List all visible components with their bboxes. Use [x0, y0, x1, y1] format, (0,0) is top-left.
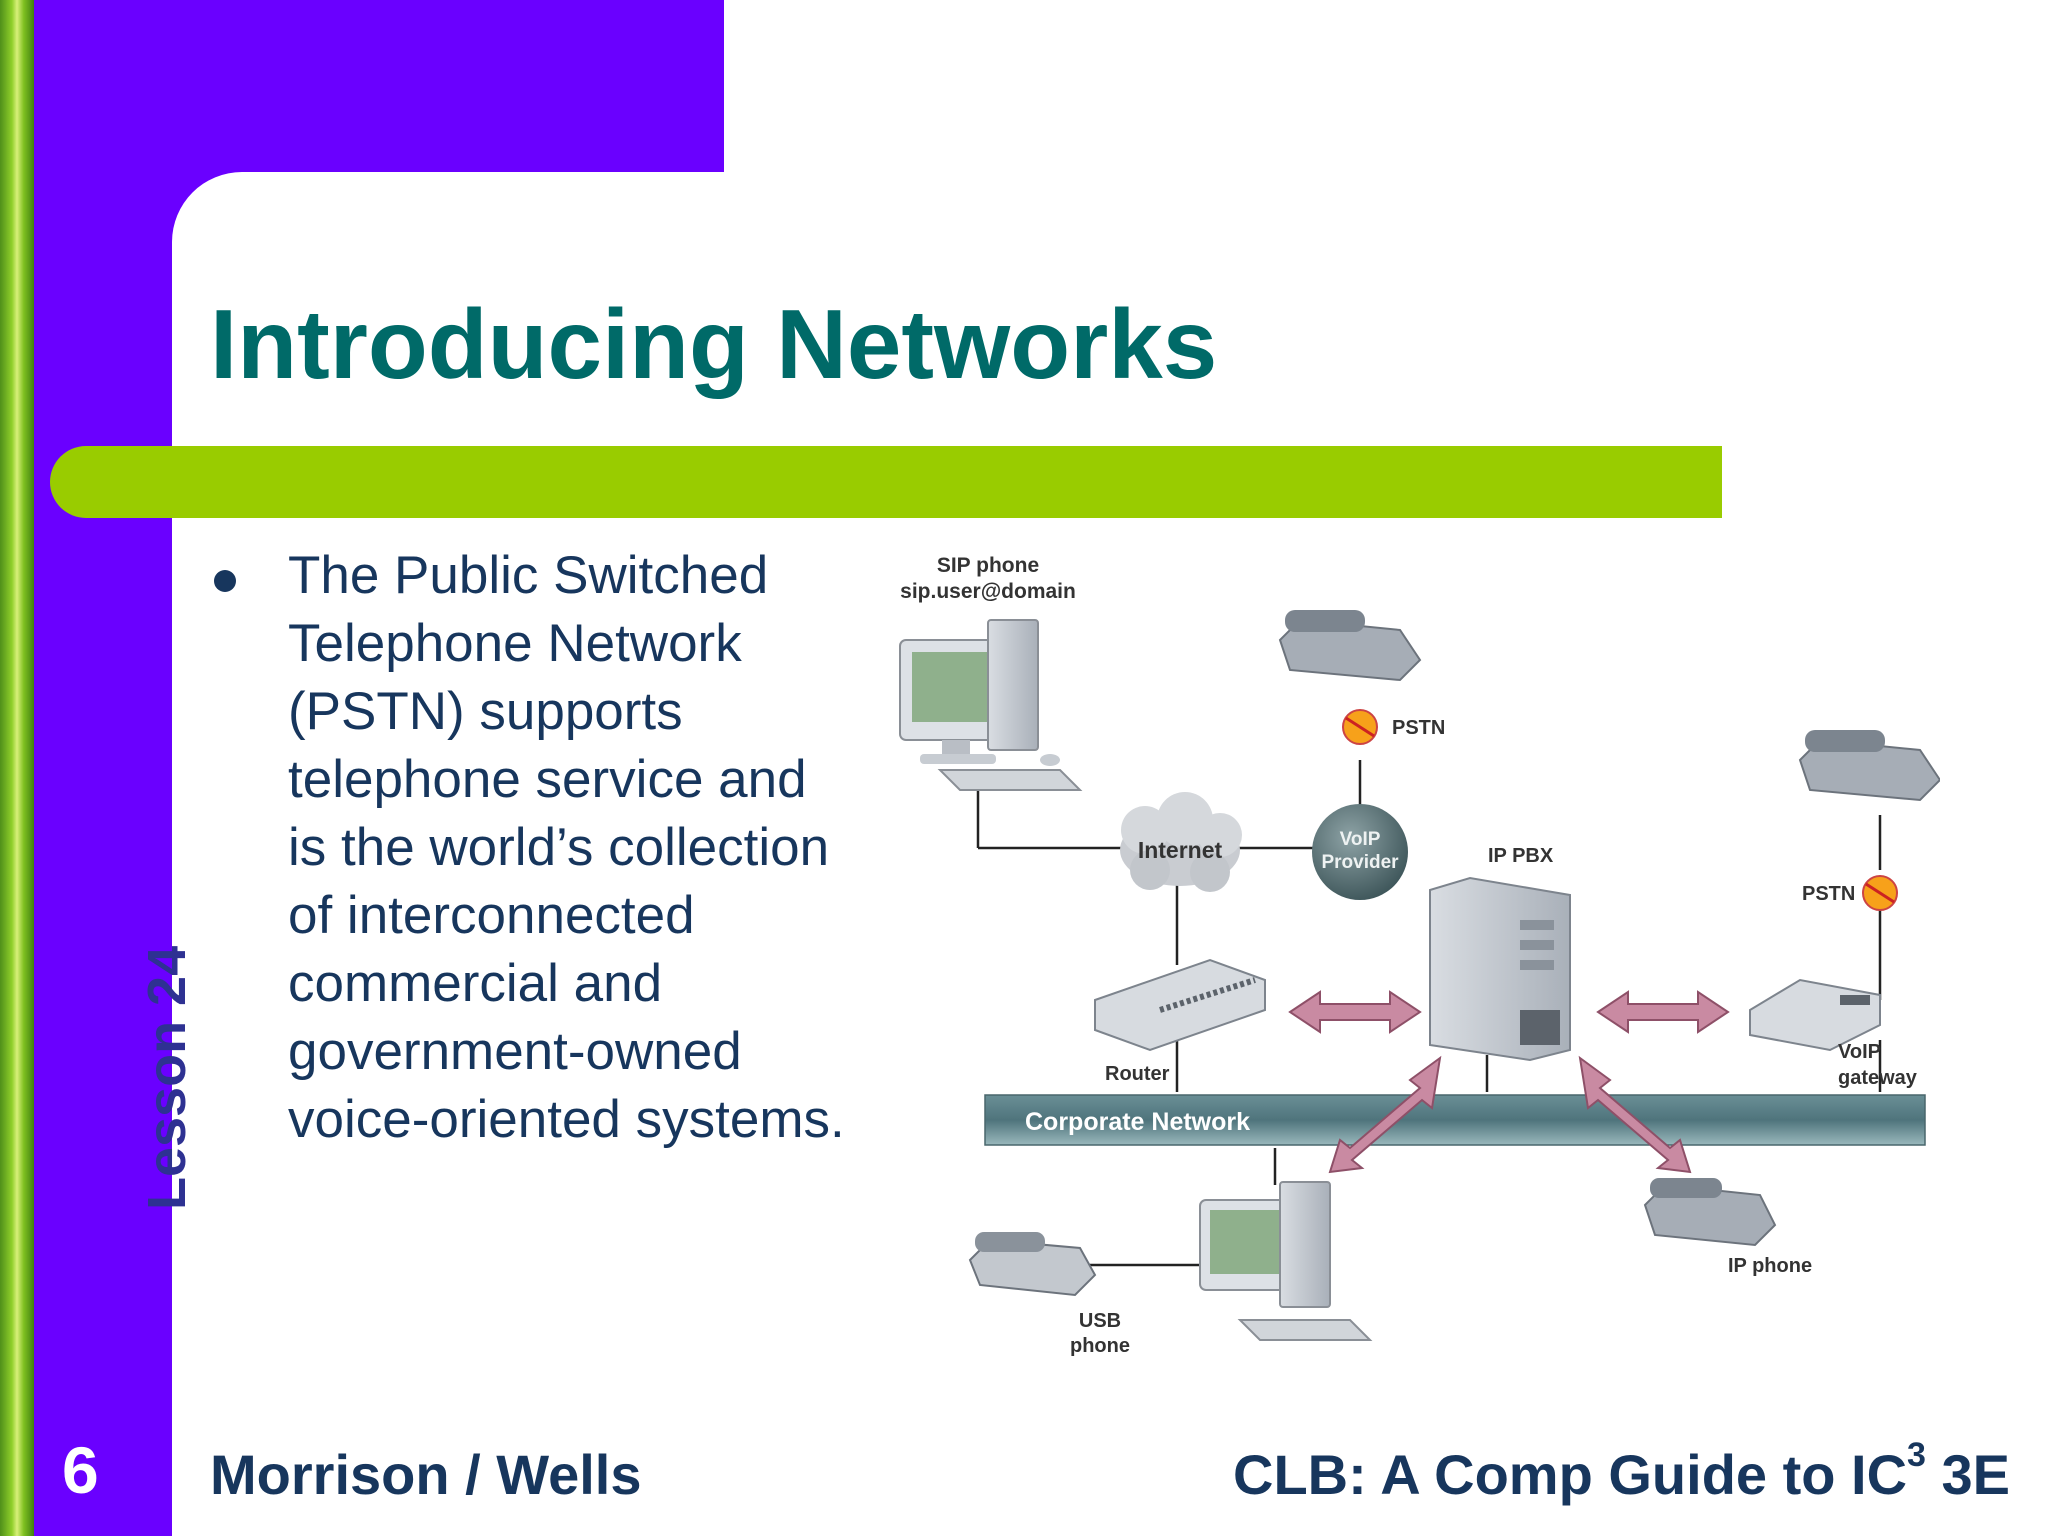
voip-gateway-label-1: VoIP	[1838, 1041, 1881, 1063]
ip-phone-label: IP phone	[1728, 1255, 1812, 1277]
footer-book-title-prefix: CLB: A Comp Guide to IC	[1233, 1443, 1908, 1506]
lesson-label: Lesson 24	[137, 945, 197, 1210]
voip-gateway-icon	[1749, 978, 1881, 1052]
pstn-right-label: PSTN	[1802, 883, 1855, 905]
footer-book-title-suffix: 3E	[1925, 1443, 2010, 1506]
bullet-icon	[214, 570, 236, 592]
usb-host-computer-icon	[1199, 1181, 1373, 1341]
footer-authors: Morrison / Wells	[210, 1443, 642, 1506]
pstn-top-label: PSTN	[1392, 717, 1445, 739]
voip-provider-label-1: VoIP	[1340, 829, 1381, 850]
pbx-ipphone-arrow	[1578, 1055, 1692, 1174]
ip-phone-icon	[1643, 1178, 1777, 1247]
slide-title: Introducing Networks	[210, 289, 1218, 399]
voip-provider-icon	[1312, 804, 1408, 900]
ip-pbx-label: IP PBX	[1488, 845, 1554, 867]
content-panel	[172, 172, 2048, 1536]
internet-cloud-icon	[1120, 792, 1242, 892]
connection-lines	[976, 714, 1882, 1267]
corporate-network-bar	[984, 1094, 1926, 1146]
footer-book-title: CLB: A Comp Guide to IC3 3E	[1233, 1436, 2010, 1507]
pstn-network-diagram: SIP phone sip.user@domain PSTN Internet …	[899, 554, 1940, 1357]
pstn-top-icon	[1342, 709, 1378, 745]
ip-pbx-server-icon	[1429, 876, 1571, 1062]
router-icon	[1094, 958, 1266, 1052]
corporate-network-label: Corporate Network	[1025, 1108, 1250, 1136]
top-purple-band	[34, 0, 724, 172]
pstn-right-desk-phone-icon	[1798, 730, 1940, 802]
bullet-text: The Public Switched Telephone Network (P…	[288, 546, 845, 1149]
decorative-green-strip	[0, 0, 34, 1536]
title-underline-bar	[50, 446, 1722, 518]
panel-rounded-corner	[172, 172, 312, 312]
pstn-right-icon	[1862, 875, 1898, 911]
usb-phone-icon	[968, 1232, 1097, 1297]
usb-phone-label-1: USB	[1079, 1310, 1121, 1332]
voip-gateway-label-2: gateway	[1838, 1067, 1918, 1089]
pbx-usb-arrow	[1328, 1055, 1442, 1174]
double-arrows	[1288, 990, 1730, 1174]
router-label: Router	[1105, 1063, 1170, 1085]
page-number: 6	[62, 1433, 99, 1507]
left-purple-band	[34, 0, 172, 1536]
sip-phone-label: SIP phone	[937, 554, 1039, 577]
internet-label: Internet	[1138, 837, 1223, 863]
footer-superscript: 3	[1907, 1436, 1926, 1474]
sip-address-label: sip.user@domain	[900, 580, 1076, 603]
pstn-desk-phone-icon	[1278, 610, 1422, 682]
pbx-gateway-arrow	[1596, 990, 1730, 1034]
voip-provider-label-2: Provider	[1321, 852, 1399, 873]
usb-phone-label-2: phone	[1070, 1335, 1130, 1357]
router-pbx-arrow	[1288, 990, 1422, 1034]
sip-phone-computer-icon	[899, 619, 1083, 791]
